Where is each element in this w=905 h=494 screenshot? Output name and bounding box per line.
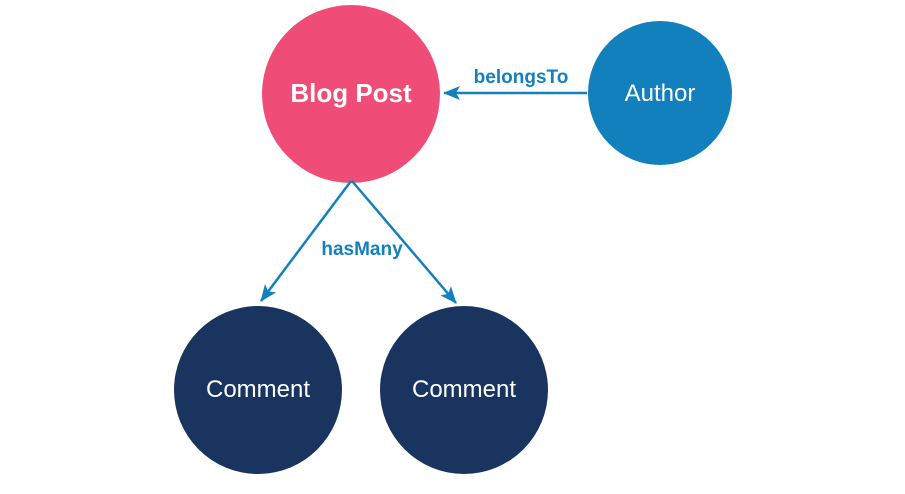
node-comment-1 [174, 306, 342, 474]
author-label: Author [625, 80, 696, 107]
comment-2-circle [380, 306, 548, 474]
belongs-to-label: belongsTo [474, 67, 569, 88]
node-blog-post [262, 5, 440, 183]
node-author [588, 21, 732, 165]
node-comment-2 [380, 306, 548, 474]
comment-1-circle [174, 306, 342, 474]
has-many-arrow-right [351, 180, 457, 304]
blog-post-circle [262, 5, 440, 183]
edge-belongs-to: belongsTo [443, 67, 587, 100]
has-many-label: hasMany [321, 239, 403, 260]
has-many-arrow-left [260, 180, 352, 302]
blog-post-label: Blog Post [290, 78, 412, 108]
edge-has-many: hasMany [260, 180, 457, 304]
comment-2-label: Comment [412, 376, 516, 403]
comment-1-label: Comment [206, 376, 310, 403]
author-circle [588, 21, 732, 165]
